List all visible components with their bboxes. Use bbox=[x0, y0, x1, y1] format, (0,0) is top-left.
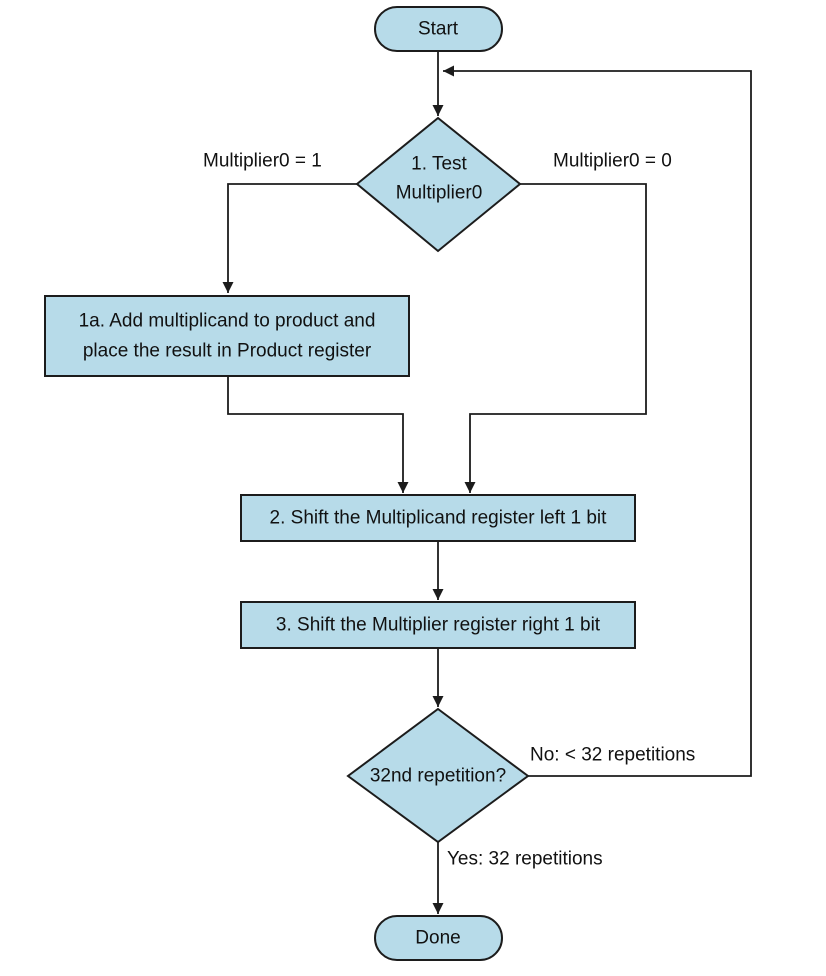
add-multiplicand-box bbox=[44, 295, 410, 377]
connector-loop-back bbox=[443, 65, 752, 777]
add-multiplicand-label-line2: place the result in Product register bbox=[83, 341, 372, 362]
done-label: Done bbox=[415, 928, 460, 949]
connector-add-to-shift bbox=[227, 376, 409, 493]
shift-multiplicand-label: 2. Shift the Multiplicand register left … bbox=[270, 508, 608, 529]
test-multiplier-decision bbox=[355, 116, 522, 253]
repetition-label: 32nd repetition? bbox=[370, 766, 506, 787]
test-multiplier-label-line1: 1. Test bbox=[411, 154, 467, 175]
connector-test-to-add bbox=[222, 183, 357, 293]
shift-multiplier-box bbox=[240, 601, 636, 649]
shift-multiplier-label: 3. Shift the Multiplier register right 1… bbox=[276, 615, 601, 636]
multiplier-one-label: Multiplier0 = 1 bbox=[203, 151, 322, 172]
repetition-decision bbox=[346, 707, 530, 844]
start-label: Start bbox=[418, 19, 459, 40]
done-terminal bbox=[374, 915, 503, 961]
no-branch-label: No: < 32 repetitions bbox=[530, 745, 695, 766]
shift-multiplicand-box bbox=[240, 494, 636, 542]
yes-branch-label: Yes: 32 repetitions bbox=[447, 849, 603, 870]
add-multiplicand-label-line1: 1a. Add multiplicand to product and bbox=[79, 311, 376, 332]
multiplier-zero-label: Multiplier0 = 0 bbox=[553, 151, 672, 172]
start-terminal bbox=[374, 6, 503, 52]
connector-test-to-shift-zero bbox=[464, 183, 647, 493]
test-multiplier-label-line2: Multiplier0 bbox=[396, 183, 483, 204]
